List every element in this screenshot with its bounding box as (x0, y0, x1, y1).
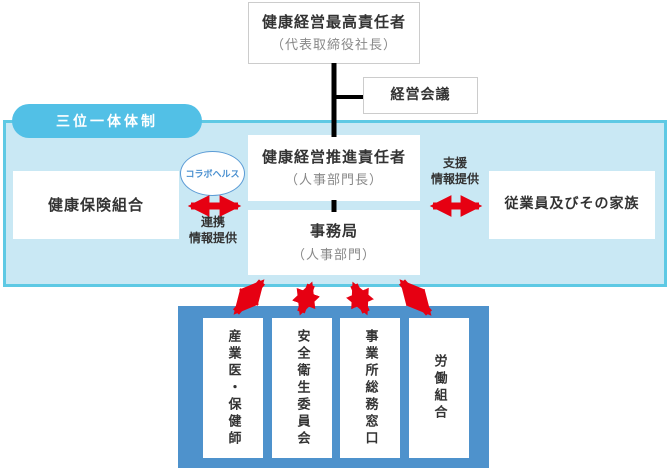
left-arrow-caption: 連携 情報提供 (172, 215, 254, 246)
employees-box: 従業員及びその家族 (489, 171, 655, 239)
right-arrow-caption: 支援 情報提供 (414, 156, 496, 187)
insurance-box: 健康保険組合 (13, 171, 179, 239)
group-label: 安全衛生委員会 (294, 328, 310, 448)
management-meeting-box: 経営会議 (363, 77, 478, 114)
group-box-safety-committee: 安全衛生委員会 (272, 318, 332, 458)
left-arrow-caption-line2: 情報提供 (188, 230, 237, 245)
worksite-groups-panel: 産業医・保健師 安全衛生委員会 事業所総務窓口 労働組合 (178, 306, 489, 468)
left-arrow-caption-line1: 連携 (200, 215, 225, 229)
group-box-occupational-physician: 産業医・保健師 (203, 318, 263, 458)
employees-label: 従業員及びその家族 (504, 196, 640, 213)
right-arrow-caption-line2: 情報提供 (430, 171, 479, 186)
collabo-health-label: コラボヘルス (185, 170, 240, 180)
secretariat-title: 事務局 (309, 222, 358, 241)
group-label: 労働組合 (431, 354, 447, 422)
secretariat-subtitle: （人事部門） (291, 247, 376, 263)
management-meeting-label: 経営会議 (390, 86, 451, 103)
group-label: 事業所総務窓口 (362, 328, 378, 448)
promoter-subtitle: （人事部門長） (284, 173, 383, 189)
trinity-badge: 三位一体体制 (12, 104, 202, 138)
right-arrow-caption-line1: 支援 (442, 156, 467, 170)
group-label: 産業医・保健師 (225, 328, 241, 448)
promoter-box: 健康経営推進責任者 （人事部門長） (248, 135, 420, 201)
chief-officer-box: 健康経営最高責任者 （代表取締役社長） (248, 2, 420, 64)
collabo-health-ellipse: コラボヘルス (180, 151, 245, 196)
promoter-title: 健康経営推進責任者 (261, 147, 406, 166)
group-box-labor-union: 労働組合 (409, 318, 469, 458)
group-box-general-affairs: 事業所総務窓口 (340, 318, 400, 458)
secretariat-box: 事務局 （人事部門） (248, 210, 420, 275)
chief-officer-subtitle: （代表取締役社長） (270, 38, 397, 54)
chief-officer-title: 健康経営最高責任者 (261, 12, 406, 31)
insurance-label: 健康保険組合 (47, 195, 144, 214)
